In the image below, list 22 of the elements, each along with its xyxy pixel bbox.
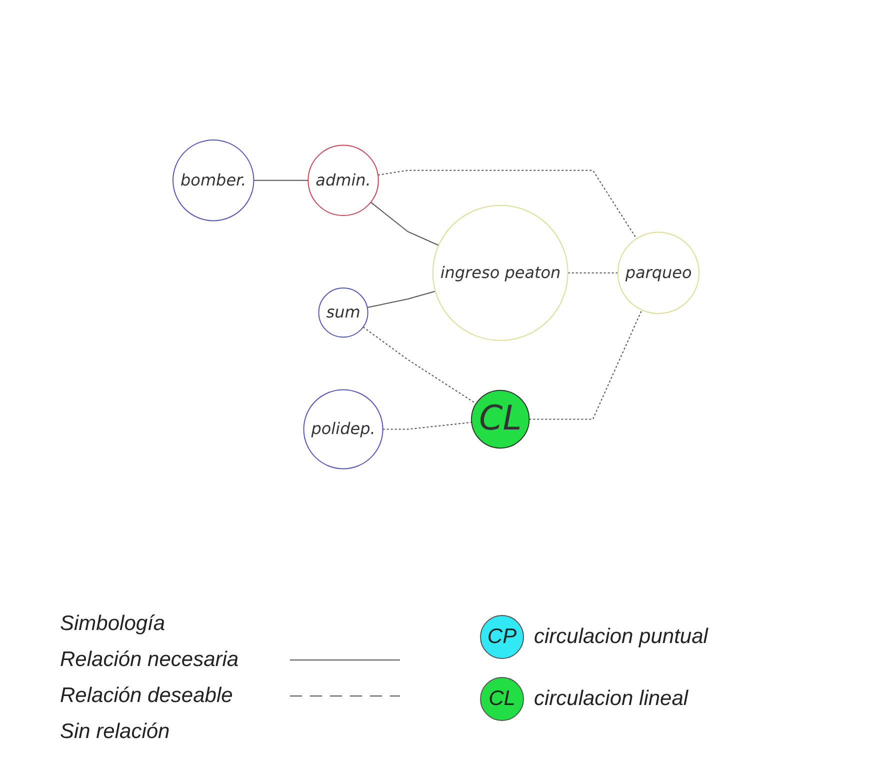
swatch-label: CL: [488, 687, 516, 711]
legend-text: circulacion puntual: [534, 625, 708, 649]
connector: [568, 272, 619, 274]
legend-text: circulacion lineal: [534, 687, 688, 711]
node-circle: sum: [318, 288, 369, 338]
node-circle: ingreso peaton: [432, 204, 569, 341]
node-circle: parqueo: [618, 232, 700, 314]
node-circle: admin.: [308, 144, 380, 216]
connector: [382, 422, 473, 430]
node-circle: CL: [471, 390, 530, 449]
connector: [370, 202, 440, 246]
legend-text: Relación necesaria: [60, 648, 240, 672]
legend-title: Simbología: [60, 611, 166, 637]
legend-text: Relación deseable: [60, 684, 234, 708]
connector: [378, 170, 638, 240]
connector: [254, 180, 310, 181]
node-circle: polidep.: [304, 389, 384, 470]
legend-text: Sin relación: [60, 720, 171, 744]
connector: [367, 290, 436, 308]
node-circle: bomber.: [172, 140, 255, 222]
connector: [529, 310, 643, 420]
swatch-label: CP: [487, 625, 517, 649]
